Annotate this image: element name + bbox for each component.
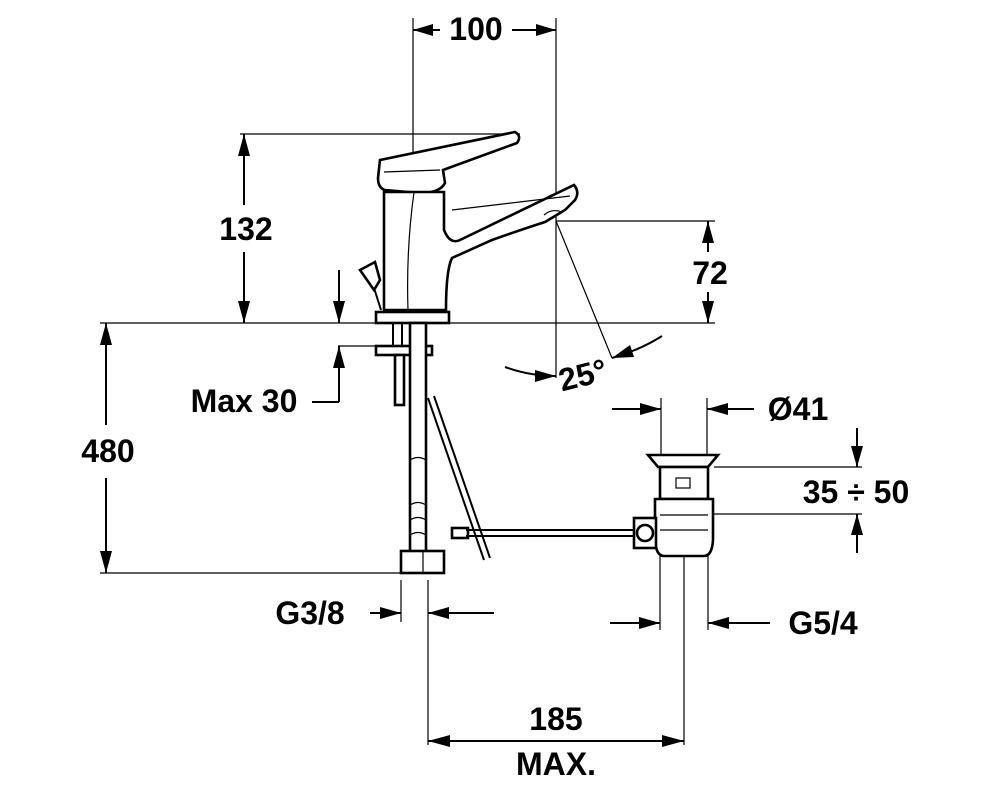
dim-diameter-41: Ø41 xyxy=(768,391,828,427)
dimension-labels: 100 132 72 25° Max 30 480 Ø41 35 ÷ 50 G3… xyxy=(81,11,909,782)
dim-max-30: Max 30 xyxy=(191,383,298,419)
dim-100: 100 xyxy=(449,11,502,47)
dim-max-qualifier: MAX. xyxy=(516,746,596,782)
faucet-body xyxy=(358,130,636,575)
dim-480: 480 xyxy=(81,433,134,469)
dim-72: 72 xyxy=(692,255,728,291)
dim-g5-4: G5/4 xyxy=(788,605,858,641)
dim-185: 185 xyxy=(529,701,582,737)
dim-angle-25: 25° xyxy=(555,352,611,399)
dim-35-50: 35 ÷ 50 xyxy=(803,474,910,510)
dimension-lines xyxy=(100,24,863,747)
dim-g3-8: G3/8 xyxy=(275,595,344,631)
waste-assembly xyxy=(632,453,721,558)
extension-lines xyxy=(100,18,862,745)
dim-132: 132 xyxy=(219,211,272,247)
